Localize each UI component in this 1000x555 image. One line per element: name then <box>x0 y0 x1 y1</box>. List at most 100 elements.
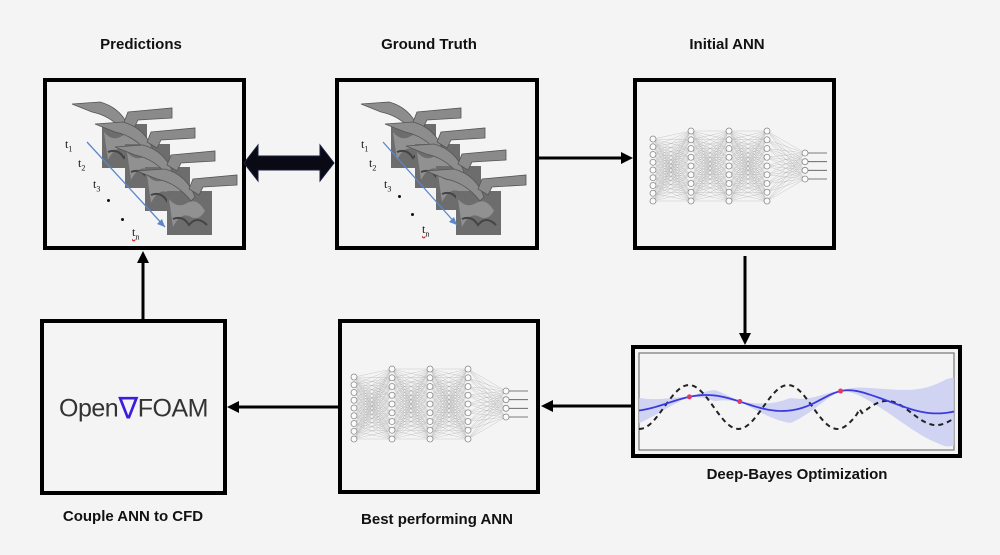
neuron <box>464 418 472 425</box>
neuron <box>687 127 695 135</box>
neuron <box>388 391 396 399</box>
neuron <box>426 374 434 382</box>
neuron <box>426 400 434 408</box>
neuron <box>649 158 657 166</box>
arrow-gt-to-initial-ann <box>539 152 633 164</box>
neuron <box>388 365 396 373</box>
neuron <box>350 396 358 404</box>
neuron <box>763 188 771 196</box>
time-arrow-head <box>157 219 165 227</box>
neuron <box>763 127 771 135</box>
time-label-t2: t2 <box>78 156 86 173</box>
neuron <box>649 143 657 151</box>
best-ann-box <box>338 319 540 494</box>
neuron <box>426 409 434 417</box>
time-arrow <box>382 141 458 226</box>
bidirectional-arrow <box>243 143 335 183</box>
time-label-tn: tn <box>422 222 430 239</box>
neuron <box>388 418 396 425</box>
neuron <box>350 420 358 427</box>
neuron <box>725 180 733 187</box>
predictions-title: Predictions <box>100 36 182 53</box>
initial-ann-box <box>633 78 836 250</box>
neuron <box>687 171 695 179</box>
neuron <box>687 145 695 152</box>
neuron <box>464 435 472 443</box>
neuron <box>687 136 695 144</box>
neuron <box>649 151 657 158</box>
flow-snapshot <box>425 168 527 235</box>
ellipsis-dot <box>121 218 124 221</box>
neuron <box>464 426 472 434</box>
neuron <box>649 166 657 174</box>
neuron <box>725 188 733 196</box>
neuron <box>388 409 396 417</box>
neuron <box>388 435 396 443</box>
neuron <box>502 404 510 412</box>
neuron <box>426 426 434 434</box>
neuron <box>763 136 771 144</box>
neuron <box>426 391 434 399</box>
neural-network-icon <box>649 127 827 205</box>
ground-truth-title: Ground Truth <box>381 36 477 53</box>
neuron <box>350 373 358 381</box>
ellipsis-dot <box>107 199 110 202</box>
neuron <box>502 387 510 395</box>
neuron <box>426 383 434 390</box>
neuron <box>350 435 358 443</box>
confidence-band <box>639 377 954 447</box>
neuron <box>725 162 733 170</box>
arrow-best-ann-to-couple-cfd <box>227 401 338 413</box>
neuron <box>388 374 396 382</box>
neuron <box>649 135 657 143</box>
neural-network-icon <box>350 365 528 443</box>
nabla-icon: ∇ <box>118 392 138 426</box>
neuron <box>464 400 472 408</box>
neuron <box>725 145 733 152</box>
neuron <box>763 145 771 152</box>
network-connections <box>353 368 507 440</box>
neuron <box>464 374 472 382</box>
neuron <box>687 197 695 205</box>
flow-snapshot <box>136 168 238 235</box>
neuron <box>464 383 472 390</box>
flow-snapshots-image <box>360 101 527 235</box>
ground-truth-box: t1 t2 t3 tn <box>335 78 539 250</box>
neuron <box>687 162 695 170</box>
neuron <box>464 365 472 373</box>
neuron <box>350 427 358 435</box>
network-connections <box>652 130 806 202</box>
couple-cfd-title: Couple ANN to CFD <box>62 508 204 525</box>
arrow-initial-ann-to-deep-bayes <box>739 256 751 345</box>
initial-ann-title: Initial ANN <box>689 36 765 53</box>
neuron <box>763 197 771 205</box>
ellipsis-dot <box>411 213 414 216</box>
time-label-t1: t1 <box>65 137 73 154</box>
neuron <box>502 413 510 421</box>
arrow-couple-cfd-to-predictions <box>137 251 149 319</box>
neuron <box>464 391 472 399</box>
neuron <box>649 174 657 182</box>
neuron <box>801 149 809 157</box>
neuron <box>801 175 809 183</box>
deep-bayes-box <box>631 345 962 458</box>
neuron <box>763 171 771 179</box>
neuron <box>725 153 733 161</box>
time-arrow <box>86 141 166 228</box>
neuron <box>649 197 657 205</box>
best-ann-title: Best performing ANN <box>361 511 513 528</box>
deep-bayes-title: Deep-Bayes Optimization <box>706 466 888 483</box>
sample-point <box>838 388 844 394</box>
neuron <box>350 381 358 389</box>
flow-snapshots-image <box>71 101 238 235</box>
sample-point <box>686 394 692 400</box>
neuron <box>388 426 396 434</box>
neuron <box>687 188 695 196</box>
sample-point <box>737 399 743 405</box>
gaussian-process-plot <box>638 352 955 451</box>
neuron <box>763 162 771 170</box>
time-label-t1: t1 <box>361 137 369 154</box>
neuron <box>725 197 733 205</box>
couple-cfd-box: Open∇FOAM <box>40 319 227 495</box>
neuron <box>426 418 434 425</box>
